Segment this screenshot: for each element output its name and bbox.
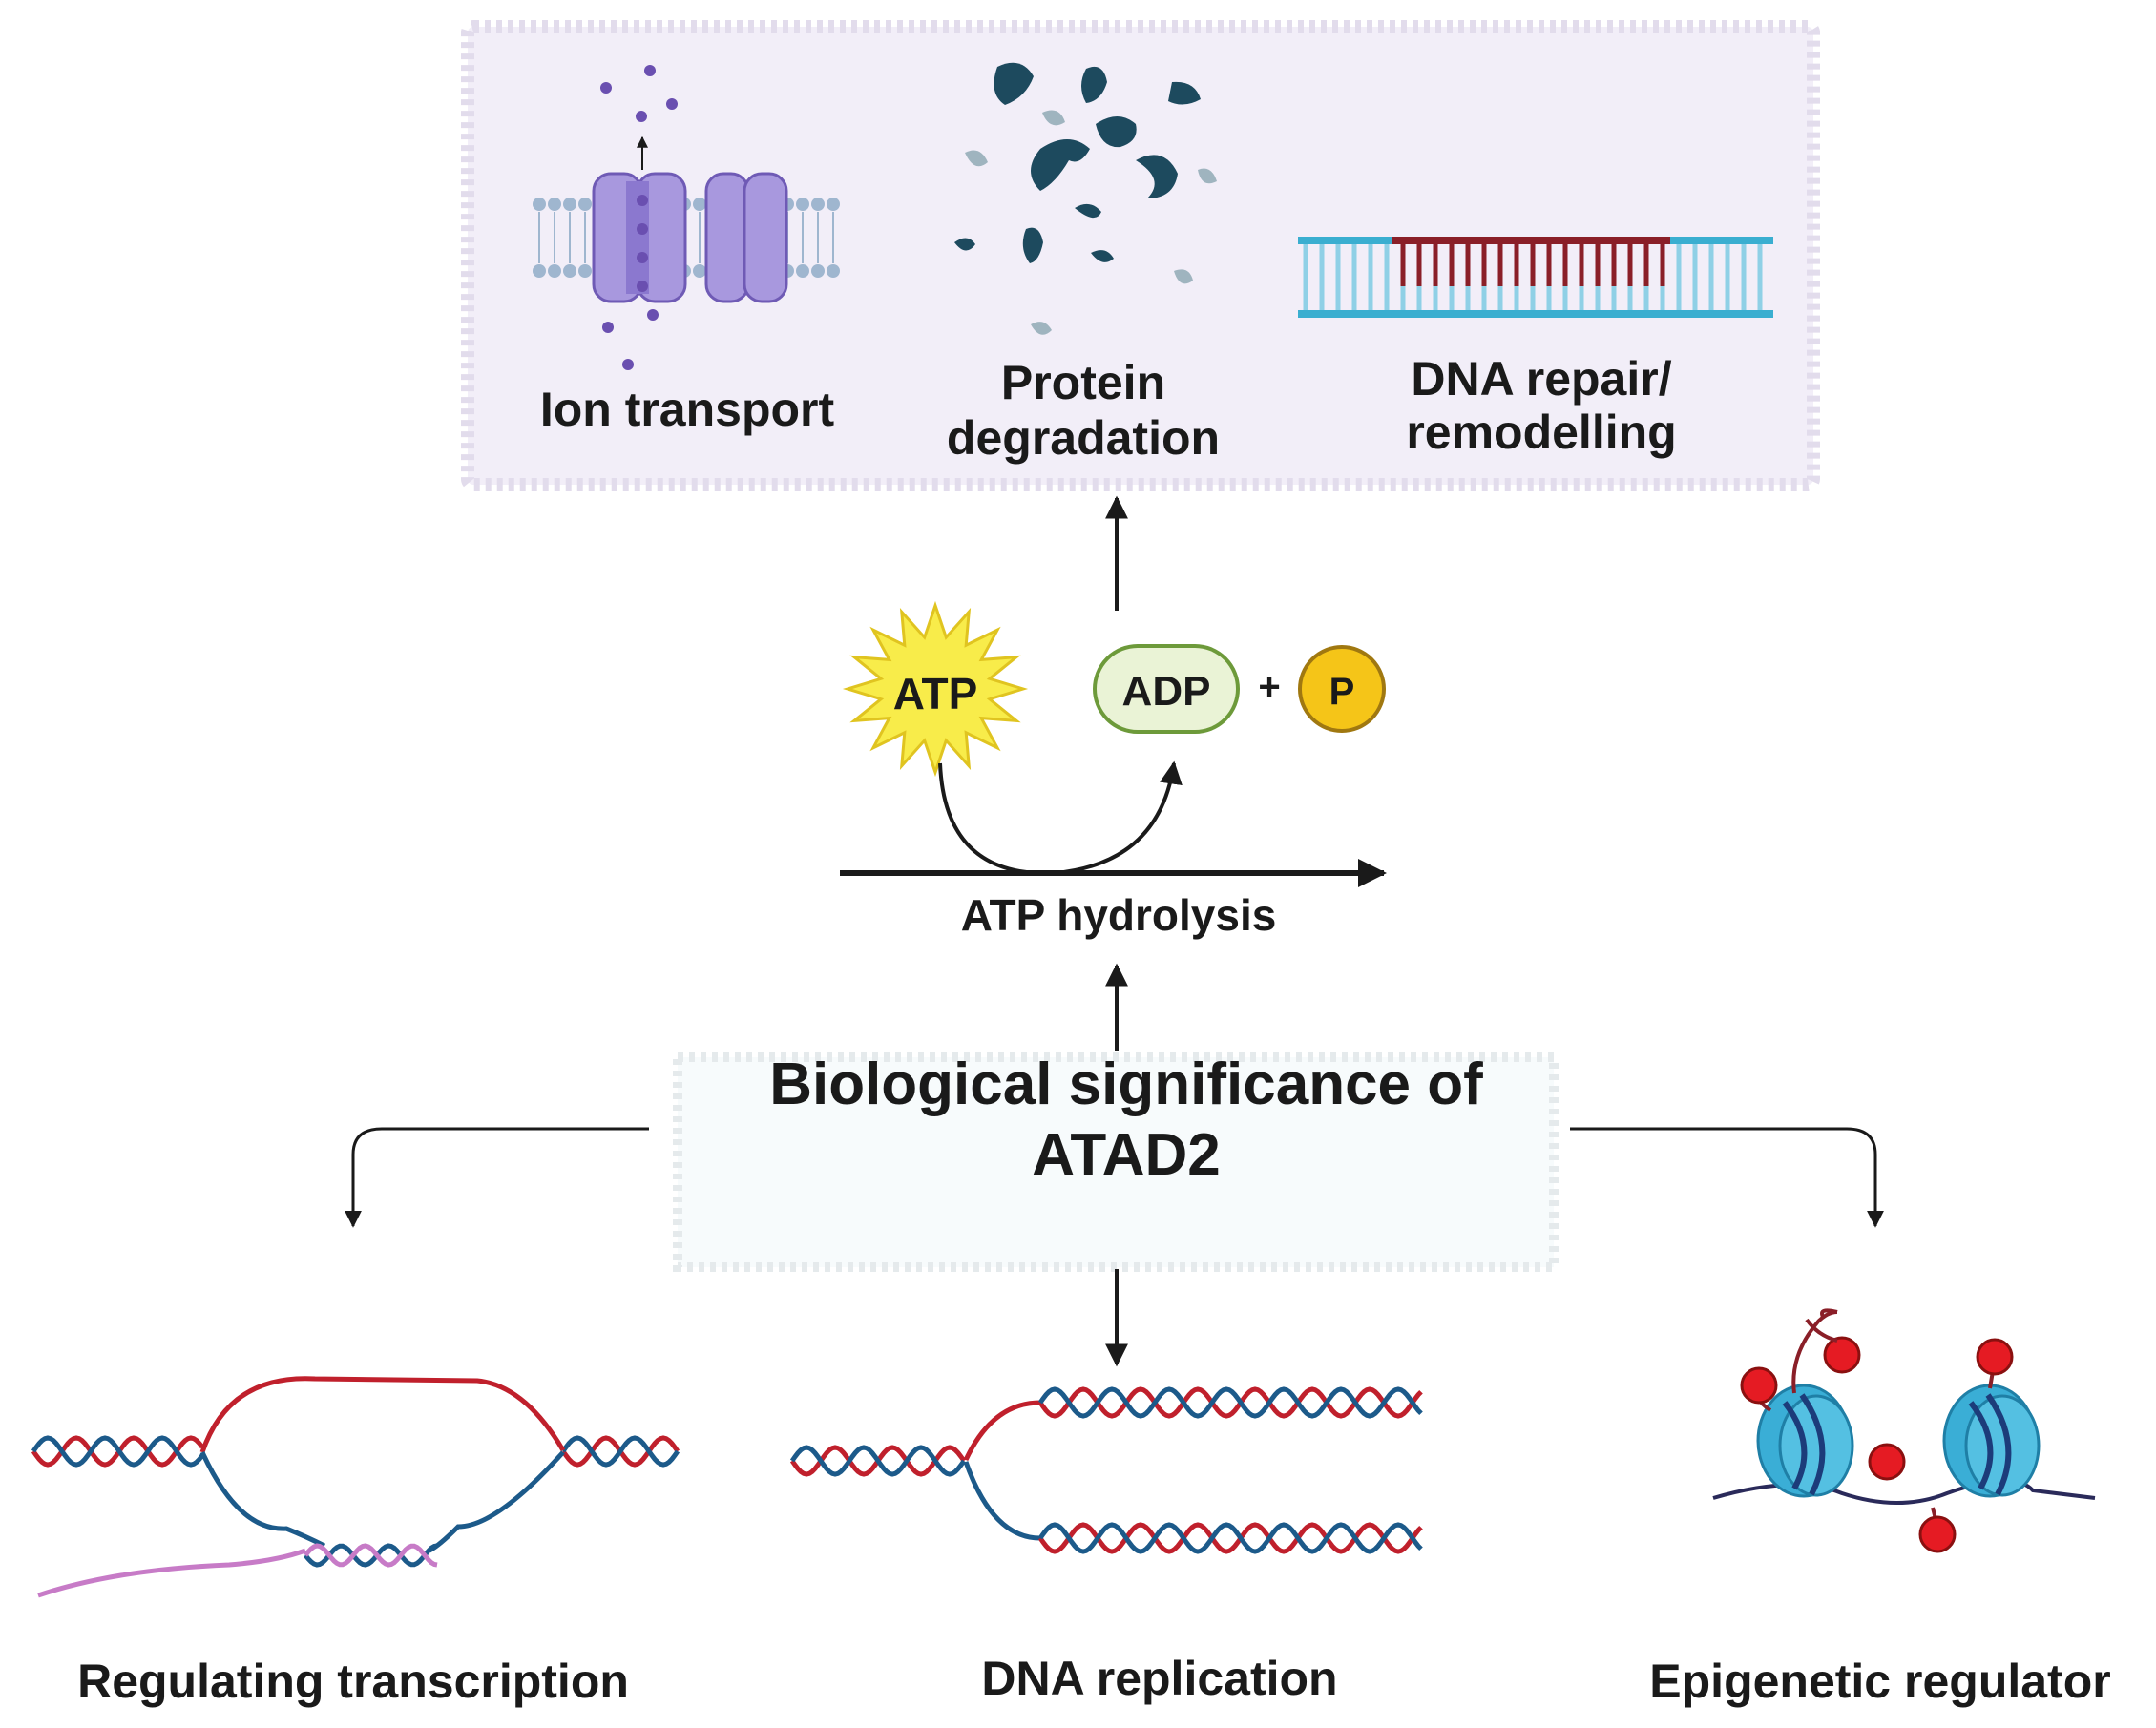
protein-fragments-icon	[954, 62, 1217, 335]
protein-degradation-label-line1: Protein	[1000, 356, 1166, 409]
atp-starburst	[842, 600, 1029, 778]
phosphate-label: P	[1329, 671, 1355, 713]
center-title-line2: ATAD2	[1032, 1122, 1221, 1189]
top-functions-panel	[461, 20, 1820, 491]
arrow-to-epigenetic	[1570, 1127, 1884, 1228]
center-title: Biological significance of ATAD2	[668, 1050, 1584, 1192]
atp-label: ATP	[893, 669, 978, 718]
epigenetic-label: Epigenetic regulator	[1649, 1655, 2111, 1708]
center-title-line1: Biological significance of	[769, 1051, 1483, 1117]
center-box	[673, 1052, 1559, 1272]
dna-repair-label-line2: remodelling	[1406, 406, 1677, 459]
hydrolysis-label: ATP hydrolysis	[961, 890, 1277, 940]
nucleosome-icon	[1712, 1308, 2096, 1553]
ion-channel-icon	[533, 65, 840, 370]
hydrolysis-curve-arrow	[938, 760, 1183, 876]
arrow-to-transcription	[345, 1127, 649, 1228]
transcription-bubble-icon	[31, 1376, 680, 1598]
adp-label: ADP	[1122, 668, 1211, 715]
replication-fork-icon	[789, 1386, 1423, 1554]
adp-pill	[1093, 644, 1240, 734]
protein-degradation-label-line2: degradation	[946, 411, 1221, 465]
transcription-label: Regulating transcription	[77, 1655, 629, 1708]
replication-label: DNA replication	[981, 1652, 1338, 1705]
phosphate-circle	[1298, 645, 1386, 733]
dna-repair-label-line1: DNA repair/	[1411, 352, 1672, 406]
ion-transport-label: Ion transport	[539, 383, 835, 436]
dna-repair-icon	[1298, 237, 1773, 318]
plus-sign: +	[1258, 666, 1280, 708]
